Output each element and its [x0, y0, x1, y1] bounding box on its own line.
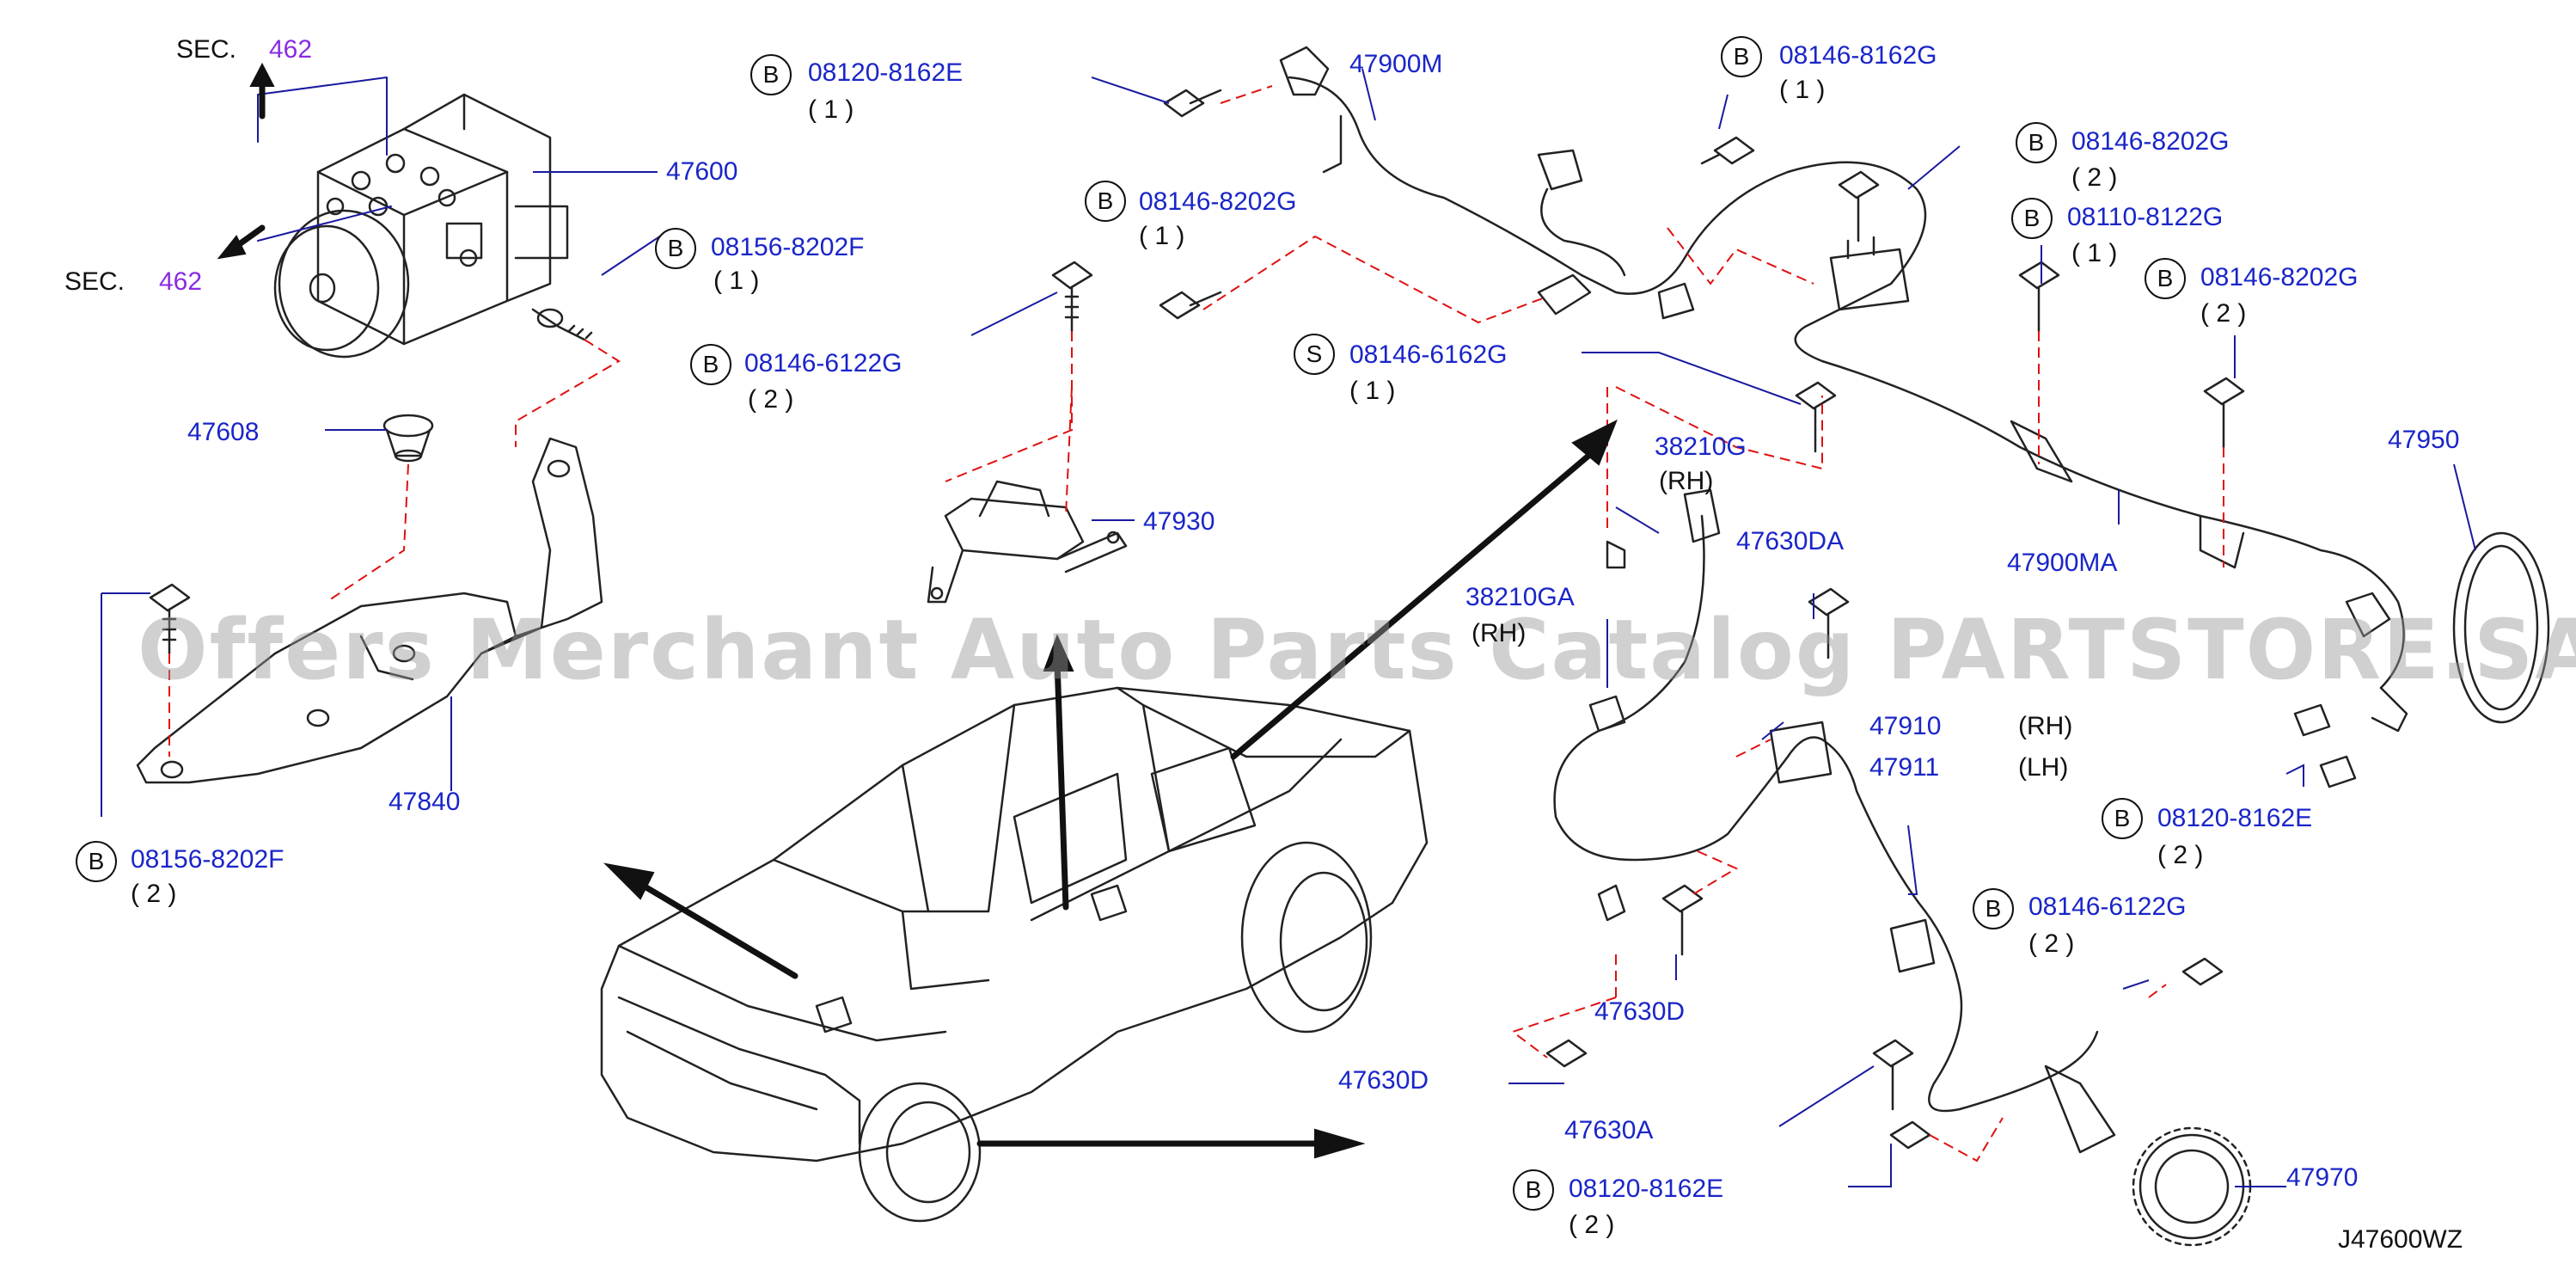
fastener-badge: B: [2011, 198, 2053, 239]
part-label-38210GA[interactable]: 38210GA: [1465, 583, 1575, 611]
fastener-qty: ( 1 ): [1779, 76, 1826, 104]
part-label-38210G[interactable]: 38210G: [1655, 432, 1747, 461]
fastener-badge: B: [2016, 122, 2057, 163]
fastener-number[interactable]: 08146-6162G: [1349, 340, 1508, 369]
harness-47900M: [1279, 46, 2408, 733]
fastener-number[interactable]: 08120-8162E: [2157, 804, 2313, 832]
bolt-08156-lower: [149, 583, 191, 655]
fastener-qty: ( 1 ): [1139, 222, 1185, 250]
fastener-number[interactable]: 08120-8162E: [808, 58, 964, 87]
sensor-47930: [927, 480, 1128, 604]
fastener-number[interactable]: 08146-8202G: [2200, 263, 2359, 291]
part-label-47630A[interactable]: 47630A: [1564, 1116, 1654, 1144]
fastener-qty: ( 1 ): [713, 267, 760, 295]
fastener-number[interactable]: 08120-8162E: [1569, 1175, 1724, 1203]
fastener-number[interactable]: 08156-8202F: [131, 845, 285, 874]
fastener-badge: B: [1085, 181, 1126, 222]
fastener-number[interactable]: 08146-6122G: [2028, 893, 2187, 921]
fastener-badge: B: [2145, 258, 2186, 299]
part-label-47911[interactable]: 47911: [1869, 753, 1940, 782]
bracket-47840: [136, 437, 603, 784]
fastener-qty: ( 2 ): [2028, 929, 2075, 958]
part-side-47911: (LH): [2018, 753, 2069, 782]
harness-47910: [1553, 488, 2116, 1154]
fastener-qty: ( 2 ): [1569, 1211, 1615, 1239]
fastener-badge: B: [750, 54, 792, 95]
part-label-47970[interactable]: 47970: [2286, 1163, 2359, 1192]
abs-actuator-47600: [273, 93, 569, 359]
fastener-qty: ( 1 ): [1349, 377, 1396, 405]
fastener-number[interactable]: 08146-8202G: [1139, 187, 1297, 216]
fastener-badge: B: [2102, 798, 2143, 839]
part-label-47600[interactable]: 47600: [666, 157, 738, 186]
part-label-47630D-a[interactable]: 47630D: [1594, 997, 1686, 1026]
fastener-qty: ( 2 ): [2157, 841, 2204, 869]
sensor-rotor-47970: [2132, 1126, 2252, 1247]
part-label-47630DA[interactable]: 47630DA: [1736, 527, 1845, 555]
part-label-47900M[interactable]: 47900M: [1349, 50, 1443, 78]
part-side-38210G: (RH): [1659, 467, 1714, 495]
part-side-38210GA: (RH): [1472, 619, 1527, 647]
grommet-47608: [382, 414, 434, 463]
sensor-rotor-47950: [2452, 531, 2550, 724]
fastener-badge: B: [1973, 888, 2014, 929]
sec-prefix-bottom: SEC.: [64, 267, 125, 296]
part-label-47840[interactable]: 47840: [389, 788, 461, 816]
truck-illustration: [600, 686, 1429, 1223]
fastener-badge: B: [655, 228, 696, 269]
part-label-47910[interactable]: 47910: [1869, 712, 1942, 740]
part-label-47930[interactable]: 47930: [1143, 507, 1215, 536]
fastener-badge: B: [1721, 36, 1762, 77]
part-label-47950[interactable]: 47950: [2388, 426, 2460, 454]
fastener-badge: B: [76, 841, 117, 882]
bolts-right-side: [1159, 89, 2357, 1150]
fastener-badge: S: [1294, 334, 1335, 375]
fastener-number[interactable]: 08110-8122G: [2067, 203, 2224, 231]
fastener-number[interactable]: 08146-6122G: [744, 349, 903, 377]
part-label-47630D-b[interactable]: 47630D: [1338, 1066, 1429, 1095]
fastener-qty: ( 1 ): [2071, 239, 2118, 267]
fastener-qty: ( 1 ): [808, 95, 854, 124]
diagram-code: J47600WZ: [2338, 1225, 2463, 1254]
fastener-number[interactable]: 08146-8202G: [2071, 127, 2230, 156]
fastener-number[interactable]: 08156-8202F: [711, 233, 865, 261]
fastener-qty: ( 2 ): [2071, 163, 2118, 192]
fastener-qty: ( 2 ): [131, 880, 177, 908]
fastener-qty: ( 2 ): [2200, 299, 2247, 328]
part-label-47900MA[interactable]: 47900MA: [2007, 549, 2118, 577]
sec-number-top[interactable]: 462: [269, 35, 313, 64]
part-side-47910: (RH): [2018, 712, 2073, 740]
fastener-badge: B: [1513, 1169, 1554, 1211]
watermark-text: Offers Merchant Auto Parts Catalog PARTS…: [138, 602, 2576, 698]
fastener-badge: B: [690, 344, 731, 385]
bolt-group-a: [531, 308, 593, 341]
bolt-08146-6122G: [1051, 261, 1093, 333]
fastener-number[interactable]: 08146-8162G: [1779, 41, 1937, 70]
part-label-47608[interactable]: 47608: [187, 418, 260, 446]
sec-prefix-top: SEC.: [176, 35, 237, 64]
sec-number-bottom[interactable]: 462: [159, 267, 203, 296]
fastener-qty: ( 2 ): [748, 385, 794, 414]
